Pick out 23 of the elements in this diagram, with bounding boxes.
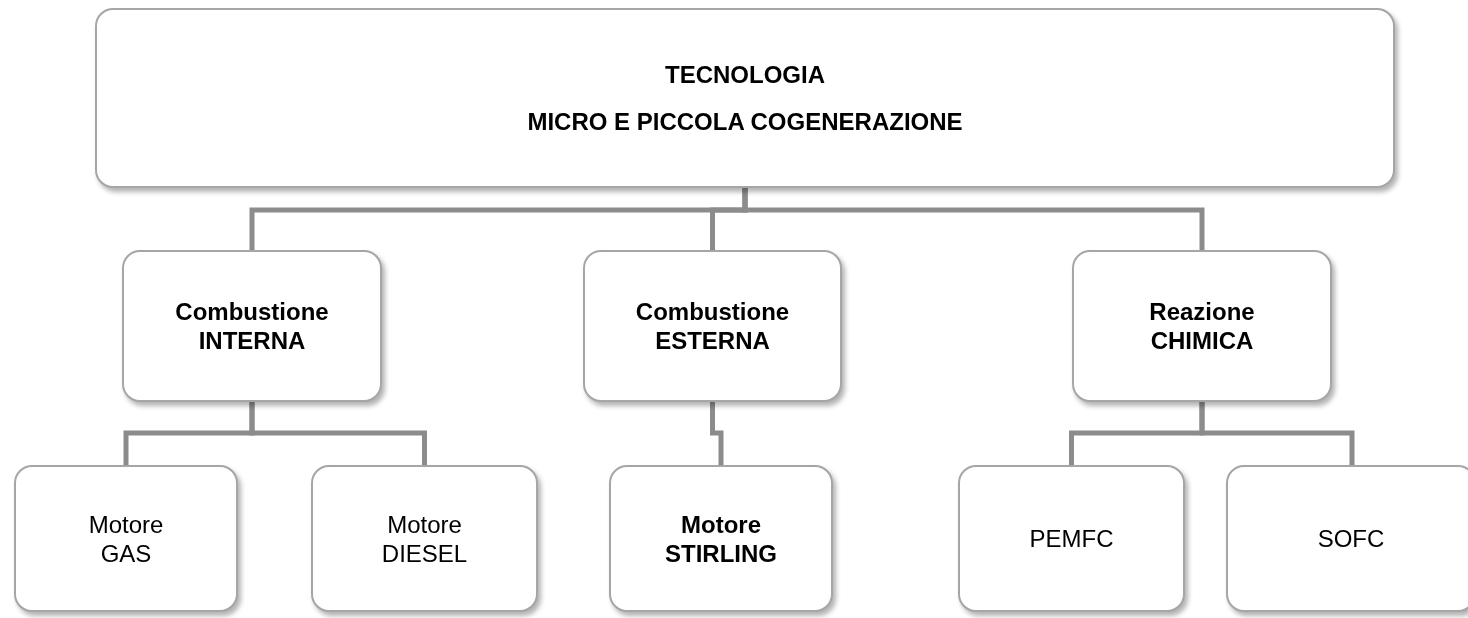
- node-label: PEMFC: [1029, 524, 1114, 553]
- node-label: Motore DIESEL: [380, 509, 469, 568]
- category-box: [14, 465, 238, 612]
- category-box: [609, 465, 833, 612]
- category-box: [1072, 250, 1332, 402]
- title-text: TECNOLOGIA: [665, 60, 825, 89]
- node-label: Reazione CHIMICA: [1148, 297, 1256, 355]
- category-box: [311, 465, 538, 612]
- connector-line: [1199, 402, 1355, 465]
- connector-line: [742, 188, 1205, 250]
- category-box: [95, 8, 1395, 188]
- connector-line: [710, 402, 724, 465]
- category-box: [958, 465, 1185, 612]
- category-box: [122, 250, 382, 402]
- node-label: Combustione INTERNA: [174, 297, 330, 355]
- node-label: Combustione ESTERNA: [634, 297, 791, 355]
- connector-line: [249, 402, 427, 465]
- node-label: Motore GAS: [87, 509, 165, 568]
- category-box: [583, 250, 842, 402]
- title-text: MICRO E PICCOLA COGENERAZIONE: [527, 107, 963, 136]
- node-label: SOFC: [1317, 524, 1385, 553]
- node-label: Motore STIRLING: [664, 509, 778, 568]
- category-box: [1226, 465, 1468, 612]
